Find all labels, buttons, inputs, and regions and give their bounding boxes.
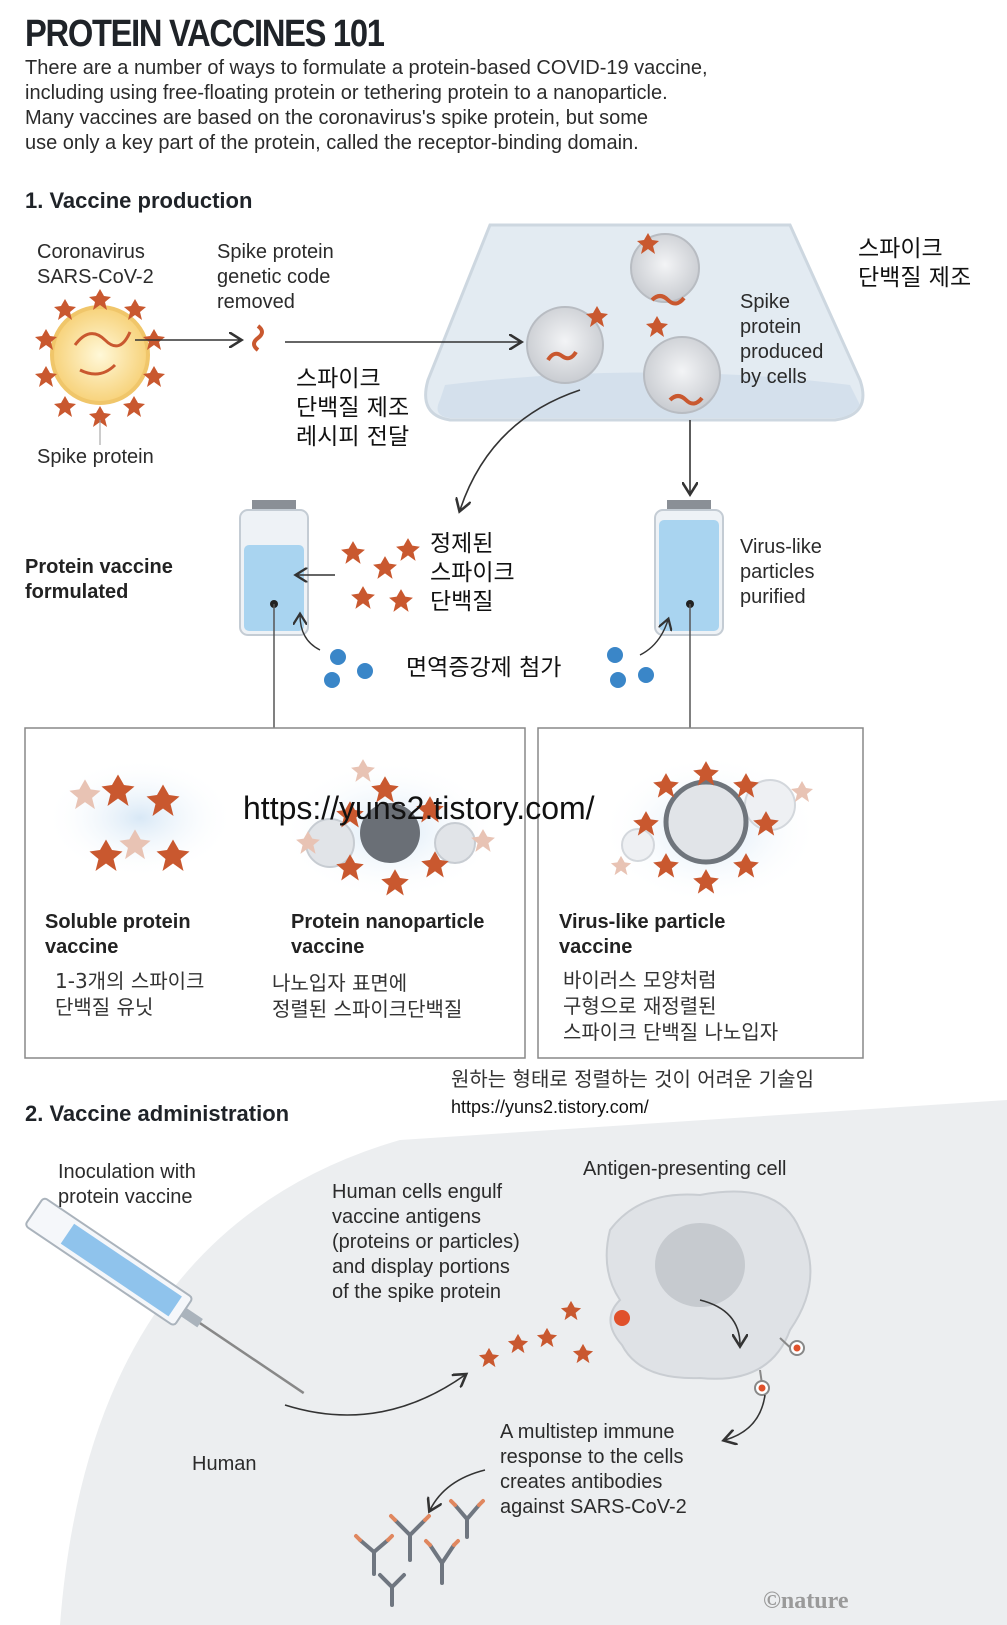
intro-line: including using free-floating protein or… [25,81,805,106]
label-line: creates antibodies [500,1470,687,1495]
label-line: Soluble protein [45,910,191,935]
vlp-purified-label: Virus-like particles purified [740,535,822,610]
purified-spikes [341,538,420,612]
vlp-vaccine-label: Virus-like particle vaccine [559,910,725,960]
soluble-vaccine-label: Soluble protein vaccine [45,910,191,960]
soluble-protein-illustration [45,758,235,878]
coronavirus-illustration [35,289,165,445]
label-line: protein vaccine [58,1185,196,1210]
inoculation-label: Inoculation with protein vaccine [58,1160,196,1210]
annotation-line: 스파이크 [296,365,409,394]
intro-line: use only a key part of the protein, call… [25,131,805,156]
soluble-korean-note: 1-3개의 스파이크 단백질 유닛 [55,968,204,1020]
label-line: vaccine [291,935,484,960]
engulf-label: Human cells engulf vaccine antigens (pro… [332,1180,520,1305]
label-line: Spike protein [217,240,334,265]
intro-line: There are a number of ways to formulate … [25,56,805,81]
label-line: removed [217,290,334,315]
label-line: and display portions [332,1255,520,1280]
label-line: Protein nanoparticle [291,910,484,935]
label-line: of the spike protein [332,1280,520,1305]
annotation-line: 스파이크 [858,235,971,264]
section-heading-administration: 2. Vaccine administration [25,1101,289,1127]
label-line: Virus-like particle [559,910,725,935]
annotation-line: 1-3개의 스파이크 [55,968,204,994]
formulated-label: Protein vaccine formulated [25,555,173,605]
coronavirus-label: Coronavirus SARS-CoV-2 [37,240,154,290]
annotation-line: 단백질 [430,588,515,617]
annotation-line: 나노입자 표면에 [272,970,462,996]
human-label: Human [192,1452,256,1477]
section-heading-production: 1. Vaccine production [25,188,252,214]
annotation-line: 레시피 전달 [296,423,409,452]
spike-protein-label: Spike protein [37,445,154,470]
korean-annotation-recipe: 스파이크 단백질 제조 레시피 전달 [296,365,409,452]
vlp-korean-note: 바이러스 모양처럼 구형으로 재정렬된 스파이크 단백질 나노입자 [563,967,778,1045]
vlp-illustration [600,755,820,905]
vial-left-illustration [240,500,308,728]
immune-response-label: A multistep immune response to the cells… [500,1420,687,1520]
annotation-line: 바이러스 모양처럼 [563,967,778,993]
label-line: Inoculation with [58,1160,196,1185]
label-line: particles [740,560,822,585]
label-line: vaccine [45,935,191,960]
annotation-line: 단백질 제조 [858,264,971,293]
note-url: https://yuns2.tistory.com/ [451,1097,649,1118]
label-line: SARS-CoV-2 [37,265,154,290]
annotation-line: 단백질 유닛 [55,994,204,1020]
vial-right-illustration [655,500,723,728]
label-line: response to the cells [500,1445,687,1470]
annotation-line: 스파이크 단백질 나노입자 [563,1019,778,1045]
nanoparticle-vaccine-label: Protein nanoparticle vaccine [291,910,484,960]
label-line: purified [740,585,822,610]
label-line: Spike [740,290,823,315]
korean-difficulty-note: 원하는 형태로 정렬하는 것이 어려운 기술임 [451,1066,814,1092]
label-line: vaccine [559,935,725,960]
intro-line: Many vaccines are based on the coronavir… [25,106,805,131]
label-line: A multistep immune [500,1420,687,1445]
genetic-code-label: Spike protein genetic code removed [217,240,334,315]
annotation-line: 스파이크 [430,559,515,588]
label-line: Coronavirus [37,240,154,265]
label-line: against SARS-CoV-2 [500,1495,687,1520]
page-title: PROTEIN VACCINES 101 [25,14,472,54]
apc-label: Antigen-presenting cell [583,1157,786,1182]
cells-produce-label: Spike protein produced by cells [740,290,823,390]
label-line: (proteins or particles) [332,1230,520,1255]
nanoparticle-korean-note: 나노입자 표면에 정렬된 스파이크단백질 [272,970,462,1022]
korean-annotation-production: 스파이크 단백질 제조 [858,235,971,293]
label-line: produced [740,340,823,365]
label-line: formulated [25,580,173,605]
label-line: genetic code [217,265,334,290]
label-line: Human cells engulf [332,1180,520,1205]
annotation-line: 정제된 [430,530,515,559]
label-line: Protein vaccine [25,555,173,580]
korean-annotation-purified: 정제된 스파이크 단백질 [430,530,515,617]
intro-text: There are a number of ways to formulate … [25,56,805,156]
watermark-url: https://yuns2.tistory.com/ [243,790,595,827]
label-line: Virus-like [740,535,822,560]
nanoparticle-illustration [280,759,500,900]
korean-annotation-adjuvant: 면역증강제 첨가 [406,654,561,683]
nature-credit: ©nature [763,1588,849,1615]
annotation-line: 구형으로 재정렬된 [563,993,778,1019]
label-line: vaccine antigens [332,1205,520,1230]
annotation-line: 단백질 제조 [296,394,409,423]
annotation-line: 정렬된 스파이크단백질 [272,996,462,1022]
label-line: protein [740,315,823,340]
label-line: by cells [740,365,823,390]
human-body-shape [60,1100,1007,1625]
